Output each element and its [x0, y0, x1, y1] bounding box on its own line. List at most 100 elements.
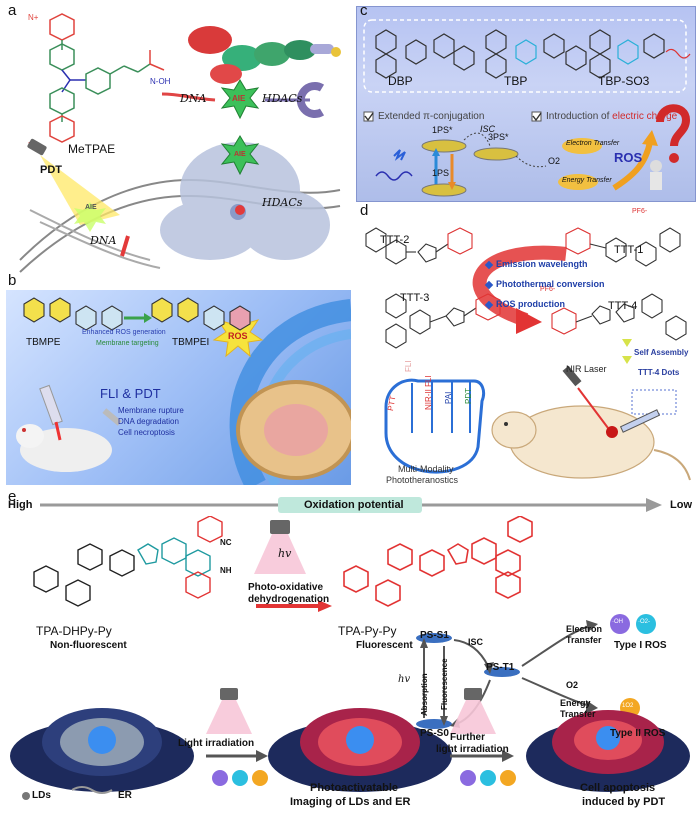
tpa-py-py-structure	[343, 516, 533, 607]
bullet-photothermal: Photothermal conversion	[496, 279, 605, 289]
self-assembly-label: Self Assembly	[634, 348, 689, 357]
ps-s0-label: PS-S0	[420, 728, 449, 739]
electron-transfer-label: Electron Transfer	[566, 140, 620, 147]
type-ii-ros: Type II ROS	[610, 728, 666, 739]
ps3-label: 3PS*	[488, 132, 509, 142]
oxidation-axis	[40, 497, 662, 513]
lds-label: LDs	[32, 790, 51, 801]
ttt2-label: TTT-2	[380, 234, 410, 246]
energy-2: Transfer	[560, 709, 596, 719]
mol2-name: TPA-Py-Py	[338, 624, 397, 638]
dbp-label: DBP	[388, 74, 413, 88]
axis-title: Oxidation potential	[304, 499, 404, 511]
dbp-structure	[375, 29, 475, 79]
apoptosis-2: induced by PDT	[582, 796, 666, 808]
aie-label: AIE	[232, 94, 246, 103]
nir-laser-label: NIR Laser	[566, 364, 607, 374]
er-label: ER	[118, 790, 132, 801]
panel-d-graphic	[365, 227, 691, 481]
photoactivatable-1: Photoactivatable	[310, 782, 399, 794]
apoptosis-1: Cell apoptosis	[580, 782, 656, 794]
tpa-dhpy-py-structure	[33, 516, 223, 607]
panel-a-graphic: N+ N+ N-OH	[19, 13, 341, 273]
mol2-state: Fluorescent	[356, 640, 413, 651]
ros-label: ROS	[614, 150, 643, 165]
electron-2: Transfer	[566, 635, 602, 645]
tbp-so3-structure	[589, 29, 691, 79]
metpae-structure	[49, 13, 165, 143]
ttt1-label: TTT-1	[614, 244, 644, 256]
axis-high: High	[8, 499, 33, 511]
phototheranostics: Phototheranostics	[386, 475, 459, 485]
dna-protein-scene	[19, 135, 341, 273]
absorption-label: Absorption	[420, 673, 429, 716]
finger-fli: FLI	[404, 360, 413, 372]
check-charge: Introduction of electric charge	[546, 111, 677, 122]
ros-generation-label: Enhanced ROS generation	[82, 329, 166, 336]
ps-t1-label: PS-T1	[486, 662, 515, 673]
aie-burst-1	[220, 79, 260, 120]
nh-label: NH	[220, 566, 232, 575]
effect-2: DNA degradation	[118, 417, 179, 426]
dna-label: DNA	[180, 92, 207, 105]
aie-label-2: AIE	[85, 204, 97, 211]
dna-label-2: DNA	[90, 234, 117, 247]
photo-oxidative-1: Photo-oxidative	[248, 582, 324, 593]
singlet-oxygen: 1O2	[622, 703, 634, 709]
ttt4-structure	[551, 293, 687, 341]
superoxide: ·O2-	[638, 619, 650, 625]
aie-label-3: AIE	[234, 151, 246, 158]
tbp-so3-label: TBP-SO3	[598, 74, 650, 88]
dots-label: TTT-4 Dots	[638, 368, 680, 377]
effect-1: Membrane rupture	[118, 406, 184, 415]
check-charge-prefix: Introduction of	[546, 111, 613, 122]
bullet-emission: Emission wavelength	[496, 259, 588, 269]
o2-label-e: O2	[566, 680, 579, 690]
axis-low: Low	[670, 499, 692, 511]
membrane-targeting-label: Membrane targeting	[96, 340, 159, 347]
panel-c-graphic	[363, 19, 691, 197]
ttt4-label: TTT-4	[608, 300, 638, 312]
mol1-state: Non-fluorescent	[50, 640, 127, 651]
bullet-ros: ROS production	[496, 299, 565, 309]
hv-label: hv	[278, 547, 292, 560]
panel-b-graphic	[16, 297, 351, 485]
n-plus-top: N+	[28, 13, 39, 22]
ps0-label: 1PS	[432, 168, 450, 178]
panel-d-label: d	[360, 202, 369, 219]
isc-label: ISC	[480, 124, 496, 134]
photoactivatable-2: Imaging of LDs and ER	[290, 796, 411, 808]
type-i-ros: Type I ROS	[614, 640, 667, 651]
hydroxamic-label: N-OH	[150, 77, 171, 86]
tbp-label: TBP	[504, 74, 528, 88]
hdacs-label-2: HDACs	[262, 196, 303, 209]
oh-radical: ·OH	[612, 619, 623, 625]
panel-b-label: b	[8, 272, 17, 289]
tbp-structure	[485, 29, 587, 79]
hv2-label: hv	[398, 674, 411, 685]
dna-ray	[161, 92, 216, 102]
hdacs-label: HDACs	[262, 92, 303, 105]
finger-pai: PAI	[444, 391, 453, 404]
hdacs-pacman	[296, 82, 325, 118]
isc-label-e: ISC	[468, 637, 484, 647]
panel-e-graphic	[10, 516, 690, 800]
further-1: Further	[450, 732, 485, 743]
ttt3-label: TTT-3	[400, 292, 430, 304]
cell-1	[10, 708, 194, 792]
pf6-label-1: PF6-	[632, 208, 648, 215]
check-extended: Extended π-conjugation	[378, 111, 485, 122]
ps1-label: 1PS*	[432, 125, 453, 135]
tbmpei-label: TBMPEI	[172, 337, 210, 348]
energy-1: Energy	[560, 698, 591, 708]
fluorescence-label: Fluorescence	[440, 658, 449, 710]
cell-2	[268, 708, 452, 792]
pf6-label-2: PF6-	[540, 286, 556, 293]
panel-c-label: c	[360, 2, 368, 19]
molecule-3d	[188, 26, 341, 84]
cell-3	[526, 710, 690, 792]
photo-oxidative-2: dehydrogenation	[248, 594, 330, 605]
energy-transfer-label: Energy Transfer	[562, 177, 612, 184]
effect-3: Cell necroptosis	[118, 428, 175, 437]
pdt-label: PDT	[40, 164, 62, 176]
